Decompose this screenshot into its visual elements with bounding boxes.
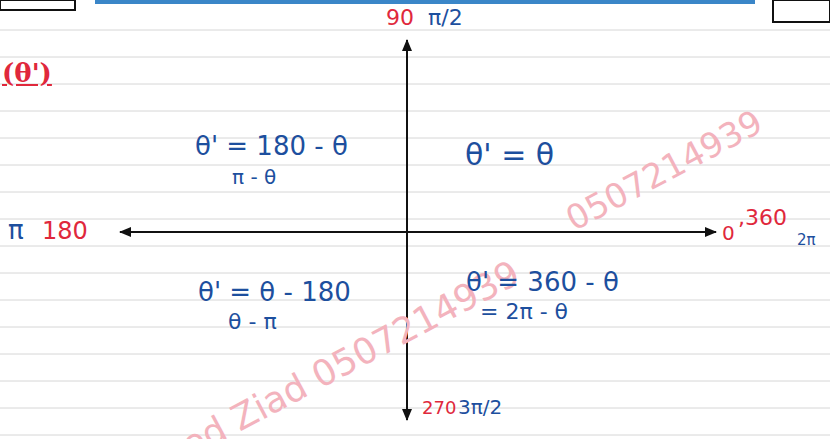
top-bar (95, 0, 755, 4)
angle-radians: π (8, 216, 24, 245)
formula: θ' = 360 - θ (466, 268, 619, 297)
angle-radians: π/2 (428, 6, 463, 30)
heading: (θ') (2, 58, 52, 88)
angle-radians: 3π/2 (458, 396, 502, 418)
formula: θ - π (228, 310, 277, 334)
angle-degrees: 270 (422, 398, 456, 418)
corner-box (0, 0, 75, 10)
angle-degrees: 0 (722, 222, 735, 244)
y-axis-up (406, 40, 408, 236)
ruled-lines (0, 30, 830, 435)
watermark: 0507214939 (560, 103, 769, 238)
angle-degrees: 180 (42, 218, 88, 244)
formula: = 2π - θ (480, 300, 568, 324)
formula: θ' = 180 - θ (195, 132, 348, 161)
formula: θ' = θ - 180 (198, 278, 351, 307)
angle-degrees: ,360 (738, 206, 787, 230)
angle-degrees: 90 (386, 6, 414, 30)
x-axis-left (120, 231, 411, 233)
x-axis-right (403, 231, 716, 233)
angle-radians: 2π (797, 232, 816, 249)
formula: θ' = θ (465, 138, 554, 171)
corner-icon (773, 0, 830, 22)
formula: π - θ (232, 166, 276, 188)
